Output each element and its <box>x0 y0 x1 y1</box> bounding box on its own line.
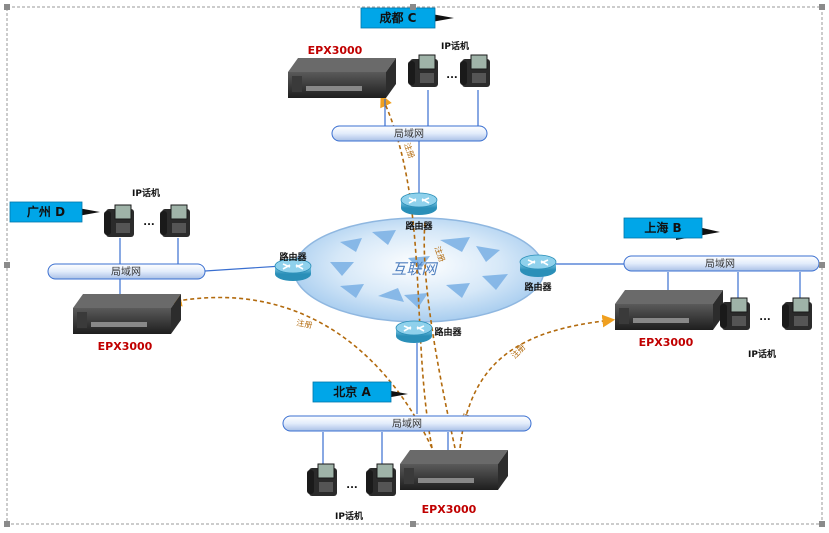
lan-label-beijing: 局域网 <box>392 417 422 430</box>
server-icon <box>615 290 723 330</box>
ip-phone-icon <box>720 297 750 330</box>
resize-handle[interactable] <box>4 262 10 268</box>
router-icon <box>400 192 438 215</box>
site-label-guangzhou: 广州 D <box>27 204 65 219</box>
ip-phone-icon <box>307 463 337 496</box>
lan-bar-shanghai: 局域网 <box>623 255 820 272</box>
lan-wiring <box>119 90 801 464</box>
site-tag-beijing: 北京 A <box>312 381 408 403</box>
resize-handle[interactable] <box>819 521 825 527</box>
server-icon <box>288 58 396 98</box>
phones-label-beijing: IP话机 <box>335 510 363 522</box>
server-icon <box>73 294 181 334</box>
lan-bar-guangzhou: 局域网 <box>47 263 206 280</box>
router-icon <box>395 320 433 343</box>
site-tag-chengdu: 成都 C <box>360 7 454 29</box>
site-tag-guangzhou: 广州 D <box>9 201 100 223</box>
router-icon <box>519 254 557 277</box>
phones-label-shanghai: IP话机 <box>748 348 776 360</box>
phones-label-chengdu: IP话机 <box>441 40 469 52</box>
site-label-chengdu: 成都 C <box>380 10 417 25</box>
resize-handle[interactable] <box>410 4 416 10</box>
router-label-left: 路由器 <box>279 251 307 263</box>
lan-bar-beijing: 局域网 <box>282 415 532 432</box>
register-label-right: 注册 <box>509 342 527 360</box>
internet-cloud: 互联网 <box>293 217 545 323</box>
resize-handle[interactable] <box>819 4 825 10</box>
ellipsis: ... <box>446 70 457 81</box>
ip-phone-icon <box>408 54 438 87</box>
router-label-bottom: 路由器 <box>434 326 462 338</box>
ellipsis: ... <box>759 312 770 323</box>
server-icon <box>400 450 508 490</box>
device-label-chengdu: EPX3000 <box>308 44 363 57</box>
router-label-top: 路由器 <box>405 220 433 232</box>
ip-phone-icon <box>160 204 190 237</box>
ip-phone-icon <box>366 463 396 496</box>
ip-phone-icon <box>460 54 490 87</box>
ellipsis: ... <box>346 480 357 491</box>
device-label-beijing: EPX3000 <box>422 503 477 516</box>
lan-bar-chengdu: 局域网 <box>331 125 488 142</box>
device-label-guangzhou: EPX3000 <box>98 340 153 353</box>
resize-handle[interactable] <box>4 521 10 527</box>
internet-label: 互联网 <box>391 260 438 278</box>
register-label-upper: 注册 <box>402 141 417 159</box>
device-label-shanghai: EPX3000 <box>639 336 694 349</box>
site-tag-shanghai: 上海 B <box>623 217 720 240</box>
lan-label-chengdu: 局域网 <box>394 127 424 140</box>
resize-handle[interactable] <box>4 4 10 10</box>
resize-handle[interactable] <box>819 262 825 268</box>
register-label-left: 注册 <box>296 317 313 330</box>
ip-phone-icon <box>104 204 134 237</box>
phones-label-guangzhou: IP话机 <box>132 187 160 199</box>
ip-phone-icon <box>782 297 812 330</box>
router-label-right: 路由器 <box>524 281 552 293</box>
site-label-shanghai: 上海 B <box>644 220 681 235</box>
lan-label-shanghai: 局域网 <box>705 257 735 270</box>
ellipsis: ... <box>143 217 154 228</box>
resize-handle[interactable] <box>410 521 416 527</box>
lan-label-guangzhou: 局域网 <box>111 265 141 278</box>
site-label-beijing: 北京 A <box>333 384 371 399</box>
router-icon <box>274 258 312 281</box>
